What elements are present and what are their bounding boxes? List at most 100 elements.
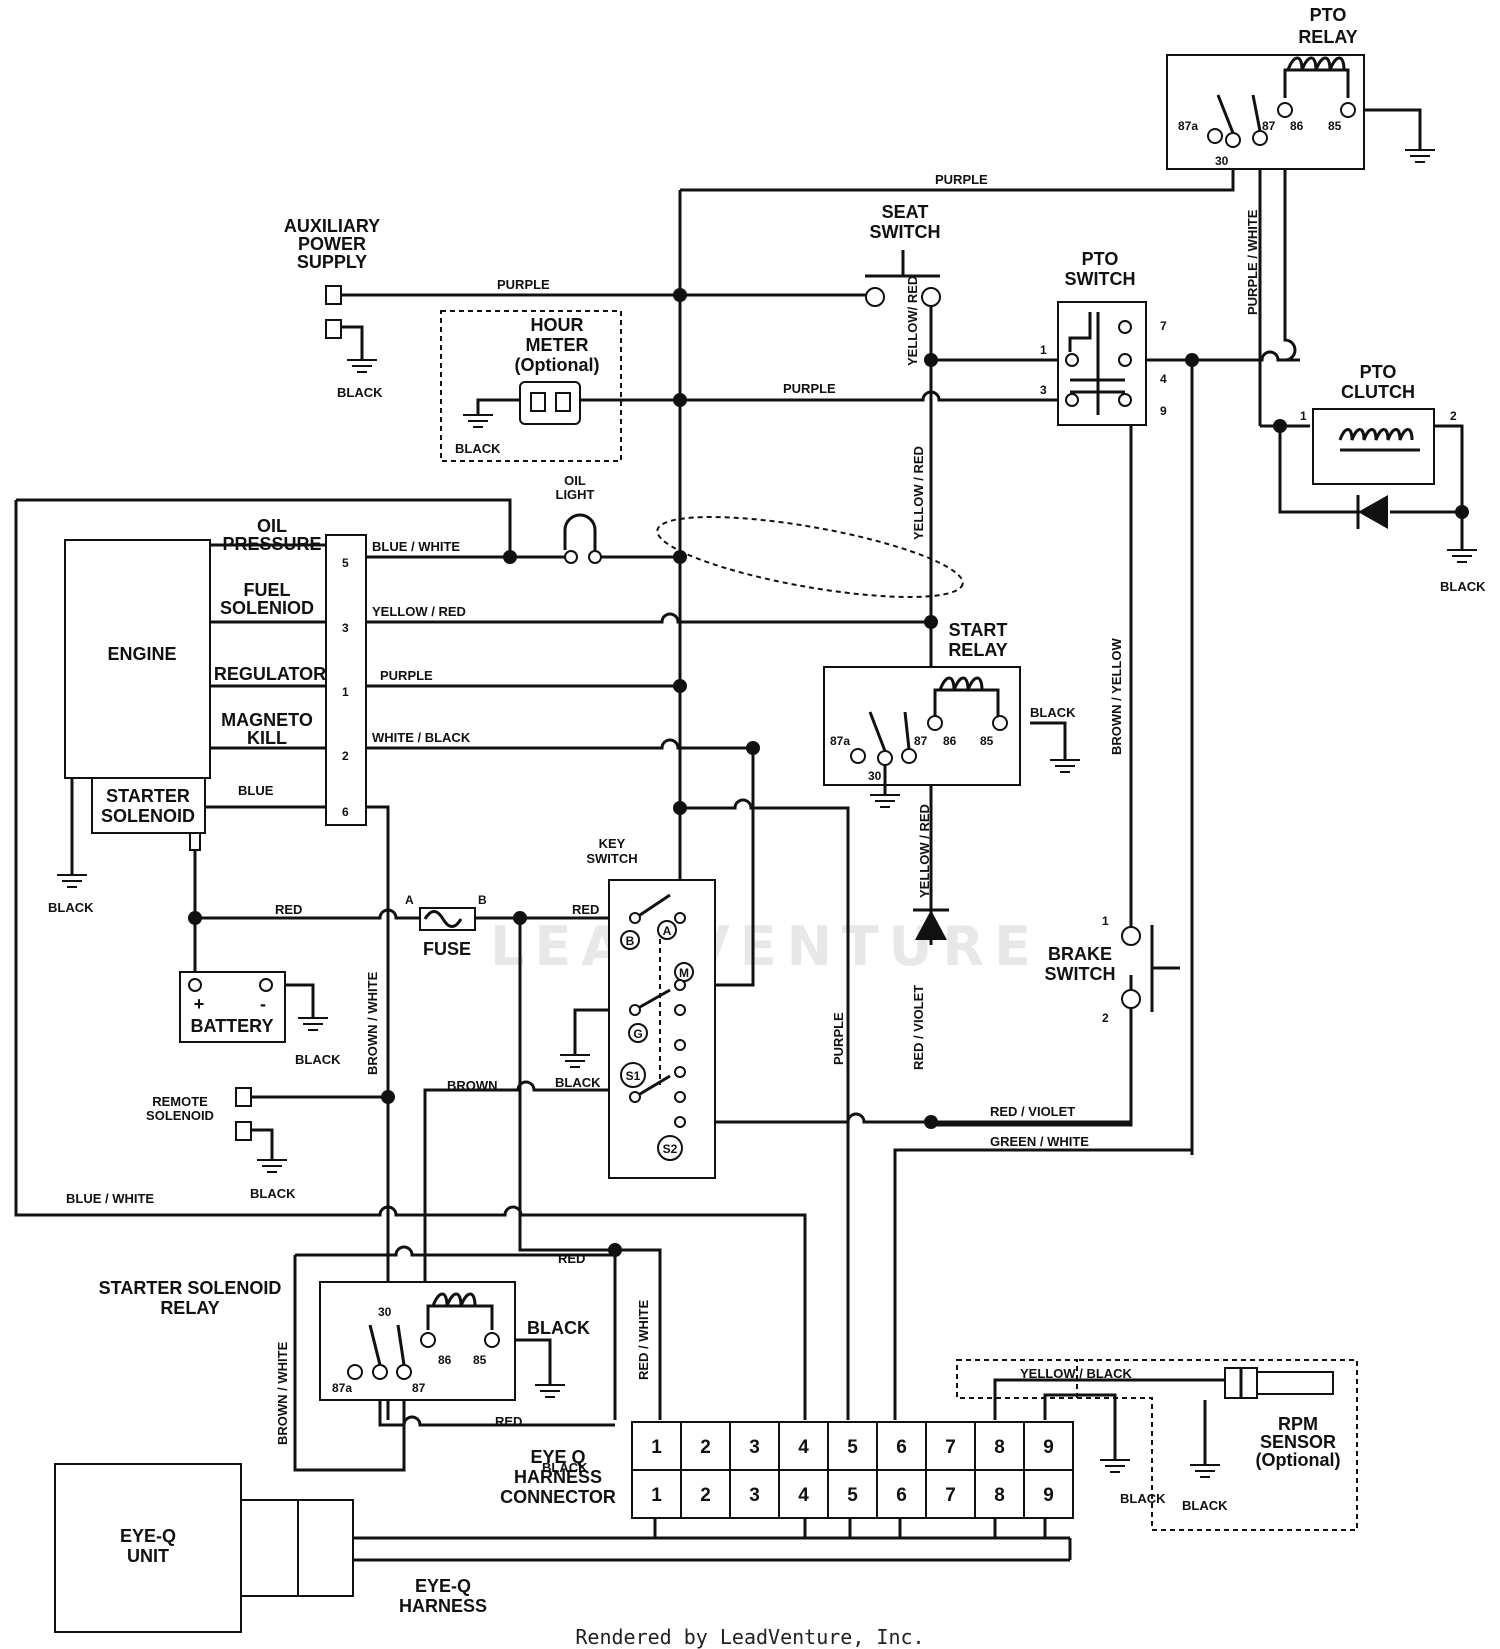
svg-text:KEY: KEY	[599, 836, 626, 851]
connector-cell-label: 3	[749, 1437, 760, 1458]
starter-solenoid-relay: STARTER SOLENOID RELAY 30 87a 87 86 85 B…	[99, 1278, 590, 1475]
wire-label-yellow-red: YELLOW / RED	[372, 604, 466, 619]
svg-text:BRAKE: BRAKE	[1048, 944, 1112, 964]
svg-text:2: 2	[1450, 409, 1457, 423]
svg-text:30: 30	[378, 1305, 392, 1319]
svg-text:S2: S2	[663, 1142, 678, 1156]
svg-text:+: +	[194, 994, 205, 1014]
svg-text:PTO: PTO	[1310, 5, 1347, 25]
svg-text:3: 3	[1040, 383, 1047, 397]
svg-text:HARNESS: HARNESS	[514, 1467, 602, 1487]
svg-text:B: B	[626, 934, 635, 948]
svg-text:BATTERY: BATTERY	[191, 1016, 274, 1036]
wire-label-brown-white-v: BROWN / WHITE	[365, 971, 380, 1075]
remote-solenoid: REMOTE SOLENOID BLACK	[146, 1087, 296, 1201]
svg-text:RELAY: RELAY	[160, 1298, 219, 1318]
connector-cell-label: 8	[994, 1485, 1005, 1506]
svg-text:STARTER: STARTER	[106, 786, 190, 806]
svg-text:SOLENIOD: SOLENIOD	[220, 598, 314, 618]
svg-text:RELAY: RELAY	[948, 640, 1007, 660]
svg-text:FUSE: FUSE	[423, 939, 471, 959]
svg-text:HARNESS: HARNESS	[399, 1596, 487, 1616]
connector-cell-label: 6	[896, 1485, 907, 1506]
svg-text:BLACK: BLACK	[455, 441, 501, 456]
connector-cell-label: 2	[700, 1485, 711, 1506]
svg-text:STARTER SOLENOID: STARTER SOLENOID	[99, 1278, 282, 1298]
svg-text:ENGINE: ENGINE	[107, 644, 176, 664]
svg-text:OIL: OIL	[564, 473, 586, 488]
aux-power-supply: AUXILIARY POWER SUPPLY BLACK	[284, 216, 383, 400]
svg-text:BLACK: BLACK	[1120, 1491, 1166, 1506]
wire-label-yellow-black: YELLOW / BLACK	[1020, 1366, 1133, 1381]
connector-cell	[778, 1469, 829, 1519]
svg-text:85: 85	[473, 1353, 487, 1367]
connector-cell-label: 8	[994, 1437, 1005, 1458]
svg-text:POWER: POWER	[298, 234, 366, 254]
connector-cell-label: 4	[798, 1437, 809, 1458]
svg-text:A: A	[663, 924, 672, 938]
wire-label-red-key: RED	[572, 902, 599, 917]
svg-text:SOLENOID: SOLENOID	[146, 1108, 214, 1123]
svg-text:BLACK: BLACK	[250, 1186, 296, 1201]
svg-text:KILL: KILL	[247, 728, 287, 748]
svg-text:FUEL: FUEL	[244, 580, 291, 600]
svg-text:87: 87	[1262, 119, 1276, 133]
ground-symbols	[57, 149, 1477, 1478]
connector-cell-label: 9	[1043, 1485, 1054, 1506]
wire-label-purple-hour: PURPLE	[783, 381, 836, 396]
pto-switch: PTO SWITCH 1 3 7 4 9	[1040, 249, 1167, 426]
svg-text:86: 86	[438, 1353, 452, 1367]
svg-text:1: 1	[1102, 914, 1109, 928]
pto-clutch: PTO CLUTCH 1 2 BLACK	[1300, 362, 1486, 594]
connector-cell-label: 5	[847, 1485, 858, 1506]
wire-label-brown: BROWN	[447, 1078, 498, 1093]
eyeq-unit: EYE-Q UNIT	[54, 1463, 354, 1633]
svg-text:85: 85	[1328, 119, 1342, 133]
svg-text:REGULATOR: REGULATOR	[214, 664, 326, 684]
watermark-text: LEADVENTURE	[490, 915, 1041, 978]
wire-label-yellow-red-v2: YELLOW / RED	[911, 446, 926, 540]
connector-cell-label: 7	[945, 1437, 956, 1458]
svg-text:BLACK: BLACK	[1440, 579, 1486, 594]
wire-network	[14, 108, 1464, 1562]
svg-text:CONNECTOR: CONNECTOR	[500, 1487, 616, 1507]
svg-text:(Optional): (Optional)	[515, 355, 600, 375]
svg-text:METER: METER	[526, 335, 589, 355]
wire-label-red-violet: RED / VIOLET	[990, 1104, 1075, 1119]
svg-text:-: -	[260, 994, 266, 1014]
brake-switch: BRAKE SWITCH 1 2	[1045, 914, 1180, 1025]
svg-text:EYE-Q: EYE-Q	[120, 1526, 176, 1546]
rpm-sensor: RPM SENSOR (Optional) BLACK BLACK	[956, 1359, 1358, 1531]
svg-text:BLACK: BLACK	[295, 1052, 341, 1067]
engine: ENGINE STARTER SOLENOID BLACK	[48, 539, 211, 915]
svg-text:85: 85	[980, 734, 994, 748]
svg-text:1: 1	[1300, 409, 1307, 423]
svg-text:SWITCH: SWITCH	[870, 222, 941, 242]
connector-cell	[729, 1469, 780, 1519]
svg-text:9: 9	[1160, 404, 1167, 418]
eyeq-harness-label: EYE-Q HARNESS	[399, 1576, 487, 1616]
eyeq-harness-connector: EYE Q HARNESS CONNECTOR 1122334455667788…	[500, 1421, 1074, 1519]
connector-cell-label: 2	[700, 1437, 711, 1458]
svg-text:(Optional): (Optional)	[1256, 1450, 1341, 1470]
svg-text:87a: 87a	[332, 1381, 352, 1395]
battery: + - BATTERY BLACK	[179, 971, 341, 1067]
connector-cell-label: 9	[1043, 1437, 1054, 1458]
svg-text:REMOTE: REMOTE	[152, 1094, 208, 1109]
svg-text:BLACK: BLACK	[555, 1075, 601, 1090]
seat-switch: SEAT SWITCH YELLOW/ RED	[865, 202, 941, 366]
svg-text:HOUR: HOUR	[531, 315, 584, 335]
svg-text:S1: S1	[626, 1069, 641, 1083]
connector-cell	[925, 1469, 976, 1519]
svg-text:BLACK: BLACK	[542, 1460, 588, 1475]
svg-text:SWITCH: SWITCH	[1065, 269, 1136, 289]
svg-text:1: 1	[1040, 343, 1047, 357]
highlight-ellipse	[656, 516, 964, 598]
svg-text:PTO: PTO	[1082, 249, 1119, 269]
svg-text:1: 1	[342, 685, 349, 699]
wire-label-yellow-red-v3: YELLOW / RED	[917, 804, 932, 898]
svg-text:M: M	[679, 966, 689, 980]
connector-cell-label: 6	[896, 1437, 907, 1458]
wire-label-purple-top: PURPLE	[935, 172, 988, 187]
